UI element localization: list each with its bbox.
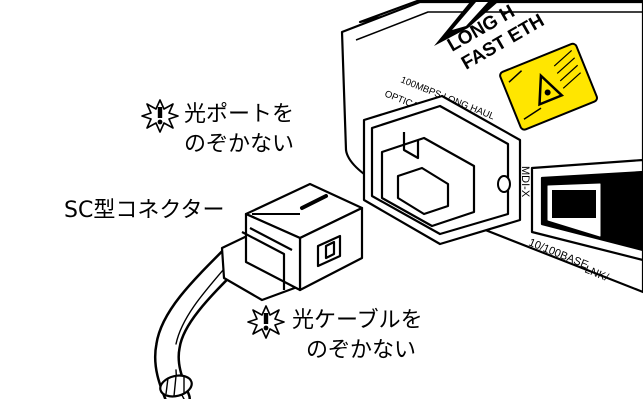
rj45-port bbox=[530, 158, 643, 262]
sc-connector bbox=[220, 182, 364, 302]
optical-cable-callout: 光ケーブルを のぞかない bbox=[292, 306, 423, 366]
optical-port-callout-line-1: 光ポートを bbox=[184, 102, 295, 127]
mdix-label: MDI-X bbox=[519, 166, 531, 198]
optical-port-callout: 光ポートを のぞかない bbox=[184, 100, 294, 160]
optical-port-callout-line-2: のぞかない bbox=[184, 132, 295, 157]
optical-cable-callout-line-1: 光ケーブルを bbox=[292, 308, 423, 333]
optical-cable-callout-line-2: のぞかない bbox=[306, 338, 417, 363]
warning-burst-icon bbox=[247, 305, 285, 339]
connector-callout-label: SC型コネクター bbox=[64, 198, 225, 223]
brand-logo-icon bbox=[434, 2, 498, 46]
optical-port bbox=[362, 94, 522, 246]
laser-warning-label bbox=[499, 42, 598, 131]
status-led-icon bbox=[497, 175, 511, 193]
connector-callout: SC型コネクター bbox=[64, 196, 224, 226]
warning-burst-icon bbox=[141, 99, 179, 133]
